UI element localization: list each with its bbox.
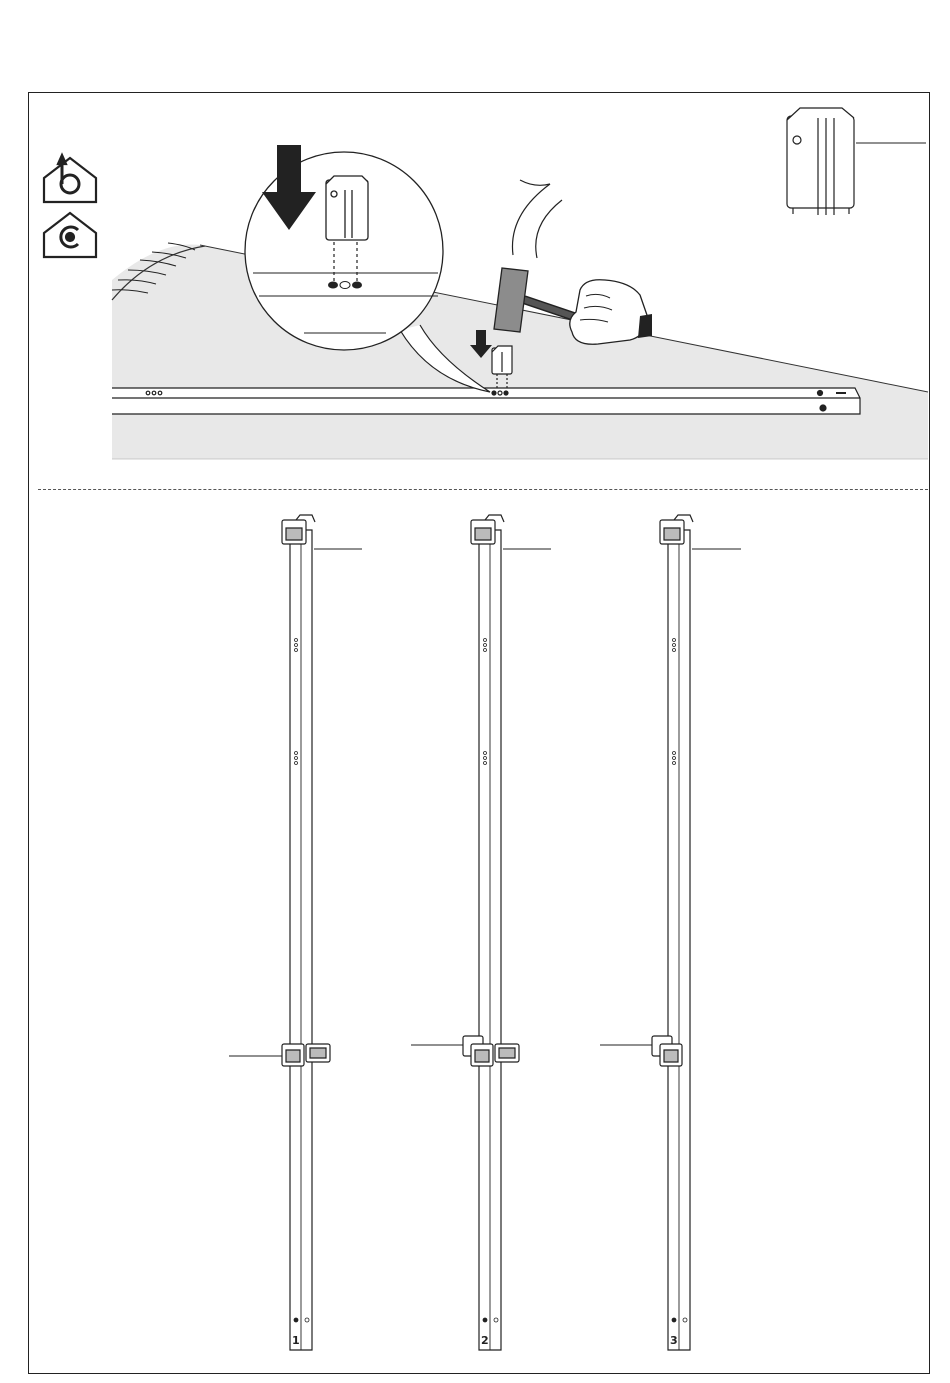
post-number-1: 1 <box>292 1334 300 1347</box>
top-step-illustration <box>0 0 950 490</box>
lying-post <box>112 388 860 414</box>
bracket-detail <box>787 108 854 215</box>
hammer-illustration <box>494 180 652 344</box>
post-number-3: 3 <box>670 1334 678 1347</box>
house-fan-c-icon <box>44 213 96 257</box>
post-number-2: 2 <box>481 1334 489 1347</box>
house-fan-b-icon <box>44 155 96 202</box>
